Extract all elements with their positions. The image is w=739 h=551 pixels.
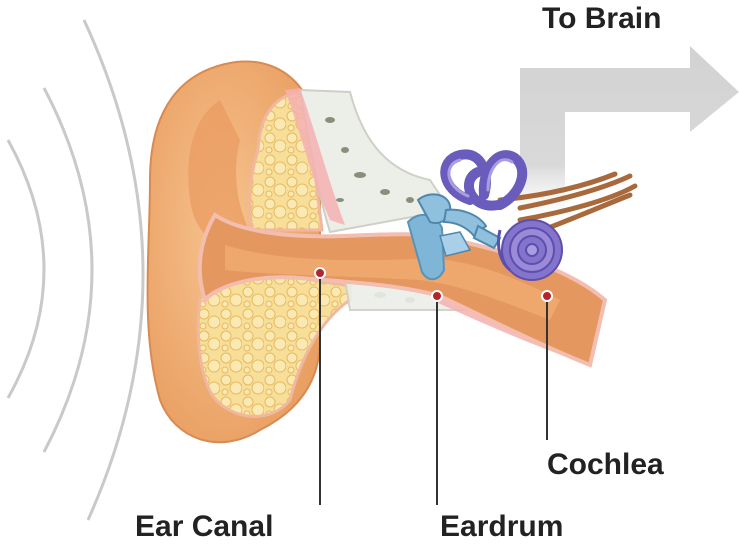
ear-canal-marker: [314, 267, 326, 279]
cochlea-marker: [541, 290, 553, 302]
ossicles: [416, 193, 502, 257]
ear-canal-label: Ear Canal: [135, 510, 274, 543]
to-brain-arrow: [520, 46, 739, 230]
to-brain-label: To Brain: [542, 2, 662, 35]
label-markers: [314, 267, 553, 302]
leader-lines: [319, 273, 548, 505]
upper-membrane: [285, 88, 345, 225]
semicircular-canals: [440, 149, 528, 211]
cochlea-label: Cochlea: [547, 448, 664, 481]
sound-wave-middle: [42, 87, 94, 453]
sound-waves: [6, 19, 145, 521]
pinna-fold: [188, 100, 260, 253]
sound-wave-outer: [82, 19, 145, 521]
eardrum-label: Eardrum: [440, 510, 564, 543]
cochlea-shape: [496, 219, 563, 281]
eardrum-shape: [406, 213, 446, 281]
semicircular-canals-highlight: [447, 158, 514, 198]
lower-fat-tissue: [196, 274, 352, 418]
eardrum-marker: [431, 290, 443, 302]
sound-wave-inner: [6, 139, 46, 399]
ear-canal-highlight: [225, 245, 560, 320]
